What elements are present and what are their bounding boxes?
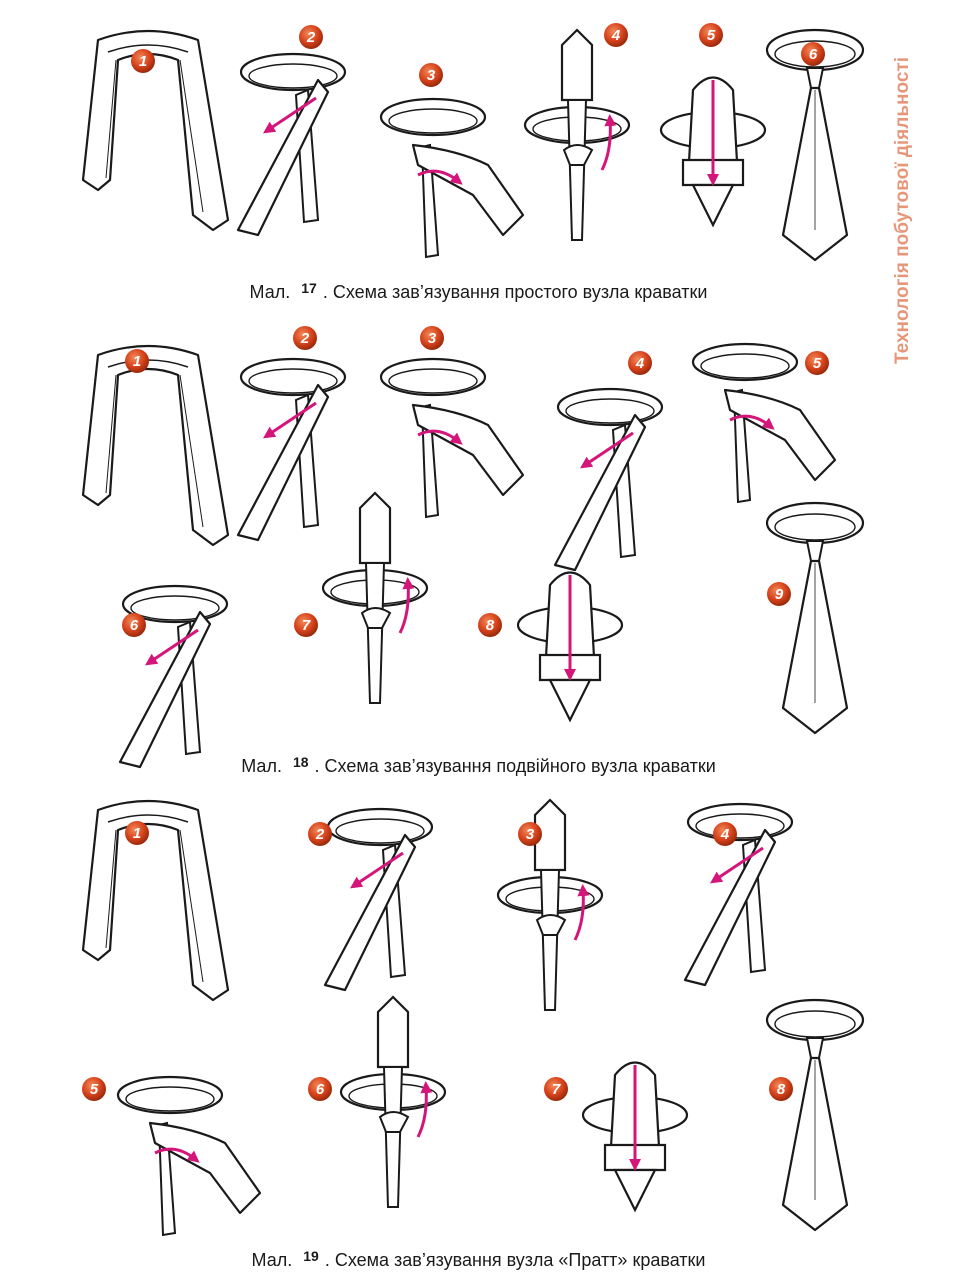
step-badge-circle: [419, 63, 443, 87]
caption-prefix: Мал.: [251, 1250, 293, 1270]
caption-number: 18: [292, 754, 309, 770]
step-badge-circle: [544, 1077, 568, 1101]
step-badge-18-5: 5: [805, 351, 829, 375]
step-badge-circle: [125, 821, 149, 845]
step-badge-circle: [769, 1077, 793, 1101]
caption-prefix: Мал.: [249, 282, 291, 302]
step-badge-number: 8: [777, 1081, 786, 1098]
step-badge-circle: [805, 351, 829, 375]
step-badge-19-2: 2: [308, 822, 332, 846]
figure-17-illustrations: [81, 30, 865, 262]
step-badge-circle: [478, 613, 502, 637]
step-badge-number: 8: [486, 617, 495, 634]
step-badge-number: 6: [130, 617, 139, 634]
step-badge-number: 5: [813, 355, 822, 372]
step-badge-number: 5: [707, 27, 716, 44]
step-badge-circle: [699, 23, 723, 47]
step-badge-19-6: 6: [308, 1077, 332, 1101]
step-badge-18-9: 9: [767, 582, 791, 606]
step-badge-circle: [299, 25, 323, 49]
step-badge-number: 7: [302, 617, 311, 634]
step-badge-circle: [713, 822, 737, 846]
caption-number: 19: [303, 1248, 319, 1264]
caption-prefix: Мал.: [241, 756, 282, 776]
step-badge-18-8: 8: [478, 613, 502, 637]
step-badge-number: 4: [635, 355, 645, 372]
step-badge-number: 2: [315, 826, 325, 843]
step-badge-17-4: 4: [604, 23, 628, 47]
step-badge-number: 2: [300, 330, 310, 347]
step-badge-circle: [293, 326, 317, 350]
step-badge-19-5: 5: [82, 1077, 106, 1101]
step-badge-circle: [767, 582, 791, 606]
step-badge-number: 6: [809, 46, 818, 63]
step-badge-circle: [122, 613, 146, 637]
step-badge-number: 7: [552, 1081, 561, 1098]
figure-17-caption: Мал. 17 . Схема зав’язування простого вуз…: [0, 280, 957, 303]
step-badge-number: 2: [306, 29, 316, 46]
step-badge-number: 4: [611, 27, 621, 44]
step-badge-circle: [420, 326, 444, 350]
step-badge-19-3: 3: [518, 822, 542, 846]
caption-text: . Схема зав’язування простого вузла крав…: [322, 282, 708, 302]
step-badge-number: 1: [139, 53, 147, 70]
step-badges: 1 2 3 4 5 6 1 2 3 4 5 6 7 8 9 1 2 3 4 5 6 7 8: [82, 23, 829, 1101]
step-badge-17-1: 1: [131, 49, 155, 73]
caption-number: 17: [301, 280, 317, 296]
step-badge-circle: [801, 42, 825, 66]
step-badge-number: 1: [133, 825, 141, 842]
step-badge-19-8: 8: [769, 1077, 793, 1101]
step-badge-number: 3: [428, 330, 437, 347]
step-badge-circle: [308, 1077, 332, 1101]
step-badge-circle: [628, 351, 652, 375]
step-badge-18-3: 3: [420, 326, 444, 350]
step-badge-19-1: 1: [125, 821, 149, 845]
step-badge-circle: [131, 49, 155, 73]
step-badge-18-7: 7: [294, 613, 318, 637]
step-badge-circle: [308, 822, 332, 846]
step-badge-17-6: 6: [801, 42, 825, 66]
step-badge-circle: [518, 822, 542, 846]
step-badge-18-2: 2: [293, 326, 317, 350]
step-badge-19-7: 7: [544, 1077, 568, 1101]
step-badge-circle: [604, 23, 628, 47]
step-badge-19-4: 4: [713, 822, 737, 846]
figure-18-caption: Мал. 18 . Схема зав’язування подвійного в…: [0, 754, 957, 777]
step-badge-18-4: 4: [628, 351, 652, 375]
step-badge-number: 3: [427, 67, 436, 84]
step-badge-17-3: 3: [419, 63, 443, 87]
side-title-text: Технологія побутової діяльності: [892, 57, 913, 364]
step-badge-number: 9: [775, 586, 784, 603]
step-badge-circle: [82, 1077, 106, 1101]
step-badge-number: 1: [133, 353, 141, 370]
figure-19-caption: Мал. 19 . Схема зав’язування вузла «Пратт…: [0, 1248, 957, 1271]
caption-text: . Схема зав’язування вузла «Пратт» крава…: [324, 1250, 706, 1270]
step-badge-17-2: 2: [299, 25, 323, 49]
caption-text: . Схема зав’язування подвійного вузла кр…: [314, 756, 716, 776]
step-badge-18-6: 6: [122, 613, 146, 637]
step-badge-18-1: 1: [125, 349, 149, 373]
figure-19-illustrations: [81, 800, 865, 1235]
step-badge-number: 5: [90, 1081, 99, 1098]
step-badge-number: 3: [526, 826, 535, 843]
step-badge-number: 6: [316, 1081, 325, 1098]
step-badge-17-5: 5: [699, 23, 723, 47]
step-badge-number: 4: [720, 826, 730, 843]
step-badge-circle: [294, 613, 318, 637]
figure-18-illustrations: [81, 344, 865, 767]
side-title: Технологія побутової діяльності: [892, 24, 922, 364]
step-badge-circle: [125, 349, 149, 373]
